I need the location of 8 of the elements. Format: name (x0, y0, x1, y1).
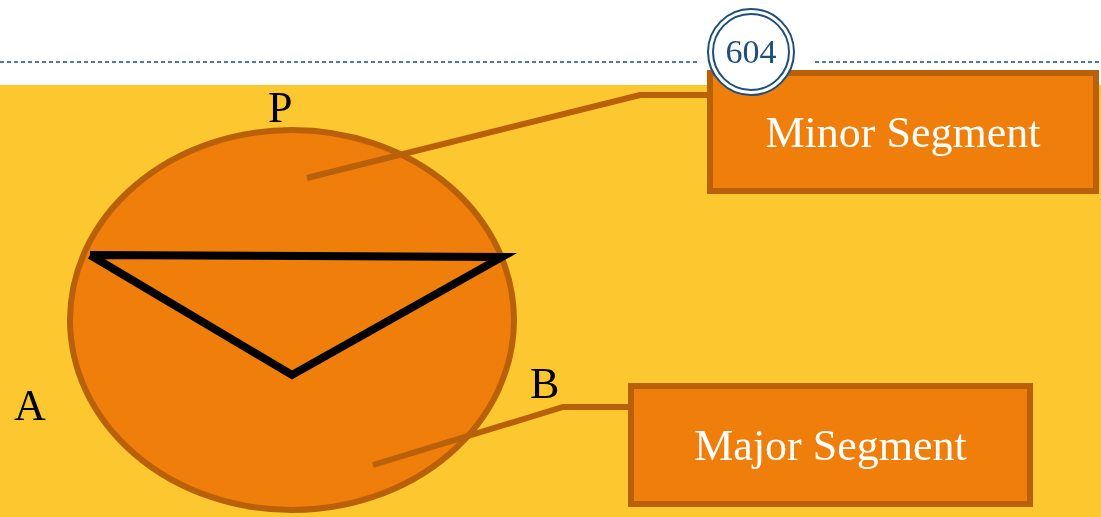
page-number: 604 (707, 8, 795, 96)
callout-box: Major Segment (628, 383, 1033, 507)
point-label: P (268, 86, 293, 130)
point-label: A (14, 384, 46, 428)
point-label: B (530, 362, 560, 406)
callout-box: Minor Segment (707, 70, 1099, 194)
leader-line (372, 404, 628, 468)
leader-line (306, 92, 707, 181)
